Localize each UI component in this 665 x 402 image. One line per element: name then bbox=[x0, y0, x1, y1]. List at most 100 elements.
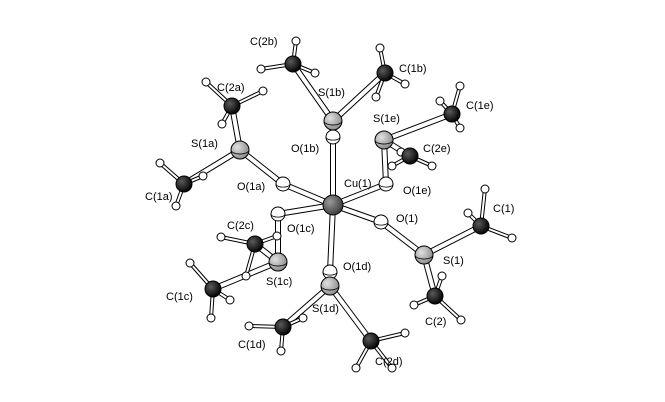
atom-c2 bbox=[426, 287, 444, 305]
label-c2a: C(2a) bbox=[217, 82, 245, 94]
label-c2d: C(2d) bbox=[375, 356, 403, 368]
atom-cu1 bbox=[322, 194, 344, 216]
label-c2e: C(2e) bbox=[423, 143, 451, 155]
atom-s1d-ellipsoid-line bbox=[320, 285, 340, 291]
label-s1e: S(1e) bbox=[373, 113, 400, 125]
atom-o1d-ellipsoid-line bbox=[322, 271, 338, 276]
atom-h19 bbox=[437, 271, 447, 281]
atom-o1a bbox=[275, 176, 291, 192]
label-o1d: O(1d) bbox=[343, 261, 371, 273]
atom-h9 bbox=[185, 258, 195, 268]
atom-h16 bbox=[455, 123, 465, 133]
atom-h5 bbox=[198, 171, 208, 181]
bond-s1e-c1e bbox=[382, 111, 454, 143]
atom-s1b-ellipsoid-line bbox=[323, 120, 343, 126]
atom-o1 bbox=[373, 214, 389, 230]
atom-h17 bbox=[435, 96, 445, 106]
atom-h1 bbox=[480, 184, 490, 194]
atom-o1c-ellipsoid-line bbox=[270, 213, 286, 218]
atom-c1a bbox=[175, 175, 193, 193]
label-c1: C(1) bbox=[493, 203, 514, 215]
atom-h30 bbox=[351, 363, 361, 373]
label-c2c: C(2c) bbox=[227, 220, 254, 232]
atom-h13 bbox=[276, 346, 286, 356]
label-s1a: S(1a) bbox=[191, 138, 218, 150]
atom-h20 bbox=[456, 315, 466, 325]
label-c1a: C(1a) bbox=[145, 191, 173, 203]
labels-layer: Cu(1) O(1) O(1a) O(1b) O(1c) O(1d) O(1e)… bbox=[145, 36, 514, 368]
atom-c2e bbox=[401, 147, 419, 165]
label-o1e: O(1e) bbox=[403, 185, 431, 197]
label-s1b: S(1b) bbox=[318, 87, 345, 99]
atom-s1b bbox=[323, 111, 343, 131]
atom-o1b-ellipsoid-line bbox=[325, 136, 341, 141]
label-c2b: C(2b) bbox=[250, 36, 278, 48]
atom-s1-ellipsoid-line bbox=[414, 254, 434, 260]
atom-h23 bbox=[217, 119, 227, 129]
atom-c1d bbox=[274, 318, 292, 336]
atom-s1c-ellipsoid-line bbox=[268, 261, 288, 267]
atom-c1e bbox=[443, 105, 461, 123]
atom-h10 bbox=[206, 313, 216, 323]
atom-h2 bbox=[507, 233, 517, 243]
atom-h0 bbox=[463, 208, 473, 218]
atoms-layer bbox=[155, 36, 517, 373]
atom-c2b bbox=[284, 55, 302, 73]
atom-c1 bbox=[472, 217, 490, 235]
label-o1c: O(1c) bbox=[287, 223, 315, 235]
label-s1: S(1) bbox=[443, 255, 464, 267]
label-c1b: C(1b) bbox=[399, 63, 427, 75]
bond-s1d-c2d bbox=[327, 284, 374, 343]
label-c1c: C(1c) bbox=[166, 291, 193, 303]
atom-h12 bbox=[244, 321, 254, 331]
atom-h29 bbox=[272, 231, 282, 241]
label-cu1: Cu(1) bbox=[344, 178, 372, 190]
atom-h3 bbox=[155, 158, 165, 168]
bond-s1d-c1d bbox=[281, 283, 332, 330]
bond-s1-c1 bbox=[422, 223, 483, 258]
atom-o1a-ellipsoid-line bbox=[275, 183, 291, 188]
atom-h34 bbox=[427, 161, 437, 171]
label-c1e: C(1e) bbox=[466, 100, 494, 112]
atom-s1e-ellipsoid-line bbox=[374, 139, 394, 145]
atom-c2a bbox=[223, 97, 241, 115]
label-s1d: S(1d) bbox=[312, 303, 339, 315]
atom-h27 bbox=[216, 232, 226, 242]
label-o1a: O(1a) bbox=[237, 181, 265, 193]
atom-s1e bbox=[374, 130, 394, 150]
atom-h31 bbox=[400, 328, 410, 338]
atom-s1 bbox=[414, 245, 434, 265]
atom-s1a bbox=[230, 140, 250, 160]
atom-h22 bbox=[258, 86, 268, 96]
atom-c1c bbox=[204, 280, 222, 298]
atom-h32 bbox=[387, 363, 397, 373]
label-o1b: O(1b) bbox=[291, 143, 319, 155]
label-s1c: S(1c) bbox=[266, 276, 292, 288]
label-o1: O(1) bbox=[396, 213, 418, 225]
label-c2: C(2) bbox=[425, 316, 446, 328]
atom-s1c bbox=[268, 252, 288, 272]
atom-h4 bbox=[171, 201, 181, 211]
atom-h21 bbox=[201, 77, 211, 87]
atom-h14 bbox=[298, 313, 308, 323]
atom-h26 bbox=[310, 68, 320, 78]
atom-h33 bbox=[387, 161, 397, 171]
atom-h15 bbox=[455, 81, 465, 91]
atom-h8 bbox=[371, 92, 381, 102]
atom-s1a-ellipsoid-line bbox=[230, 149, 250, 155]
atom-h18 bbox=[409, 300, 419, 310]
atom-h7 bbox=[400, 79, 410, 89]
atom-o1b bbox=[325, 129, 341, 145]
atom-h28 bbox=[241, 271, 251, 281]
label-c1d: C(1d) bbox=[238, 339, 266, 351]
atom-o1e bbox=[378, 176, 394, 192]
atom-o1c bbox=[270, 206, 286, 222]
atom-s1d bbox=[320, 276, 340, 296]
atom-o1-ellipsoid-line bbox=[373, 221, 389, 226]
atom-h11 bbox=[225, 295, 235, 305]
bond-s1b-c2b bbox=[290, 62, 336, 123]
atom-o1e-ellipsoid-line bbox=[378, 183, 394, 188]
atom-c1b bbox=[376, 64, 394, 82]
bond-cu1-o1d bbox=[327, 204, 336, 273]
